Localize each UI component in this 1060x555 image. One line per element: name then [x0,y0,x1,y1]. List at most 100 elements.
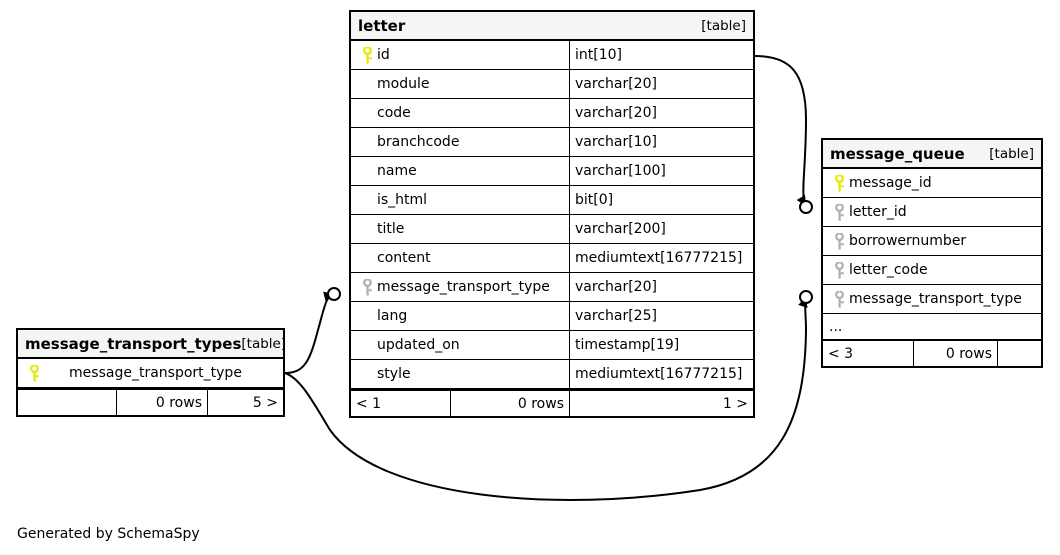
column-name: title [377,221,405,237]
column-type: int[10] [569,41,753,69]
edge-mtt-to-letter-message-transport-type [284,287,341,374]
table-letter-title: letter [358,16,406,35]
column-type: varchar[100] [569,157,753,185]
column-name: style [377,366,411,382]
column-name: id [377,47,390,63]
foreign-key-icon [829,203,849,221]
column-name: name [377,163,417,179]
footer-row-count: 0 rows [116,390,207,415]
table-row[interactable]: style mediumtext[16777215] [351,360,753,389]
table-row[interactable]: title varchar[200] [351,215,753,244]
footer-child-count[interactable]: 5 > [207,390,283,415]
column-name-cell: content [351,244,569,272]
column-name-cell: title [351,215,569,243]
table-row[interactable]: letter_code [823,256,1041,285]
table-row[interactable]: id int[10] [351,41,753,70]
table-row[interactable]: borrowernumber [823,227,1041,256]
column-name: lang [377,308,408,324]
foreign-key-icon [829,232,849,250]
table-row[interactable]: message_transport_type varchar[20] [351,273,753,302]
table-letter-tag: [table] [701,17,746,34]
column-type: varchar[200] [569,215,753,243]
column-type: varchar[20] [569,273,753,301]
table-letter[interactable]: letter [table] id int[10] modul [349,10,755,418]
table-message-queue-header: message_queue [table] [823,140,1041,169]
column-name-cell: message_transport_type [823,285,1041,313]
footer-child-count[interactable]: 1 > [569,391,753,416]
column-type: varchar[25] [569,302,753,330]
column-name-cell: borrowernumber [823,227,1041,255]
table-row[interactable]: is_html bit[0] [351,186,753,215]
foreign-key-icon [357,278,377,296]
footer-child-count[interactable] [997,341,1041,366]
column-name: message_id [849,175,932,191]
table-row[interactable]: content mediumtext[16777215] [351,244,753,273]
table-letter-header: letter [table] [351,12,753,41]
column-name-cell: branchcode [351,128,569,156]
column-name: message_transport_type [377,279,550,295]
table-row[interactable]: name varchar[100] [351,157,753,186]
table-row[interactable]: message_transport_type [18,359,283,388]
column-name: message_transport_type [849,291,1022,307]
column-type: varchar[10] [569,128,753,156]
column-name-cell: letter_code [823,256,1041,284]
primary-key-icon [829,174,849,192]
footer-parent-count[interactable] [18,390,116,415]
table-message-queue-footer: < 3 0 rows [823,339,1041,366]
table-row[interactable]: letter_id [823,198,1041,227]
table-letter-footer: < 1 0 rows 1 > [351,389,753,416]
column-name-cell: letter_id [823,198,1041,226]
column-name: letter_id [849,204,907,220]
table-row[interactable]: branchcode varchar[10] [351,128,753,157]
table-message-queue-tag: [table] [989,145,1034,162]
column-name: branchcode [377,134,460,150]
column-type: mediumtext[16777215] [569,244,753,272]
column-name-cell: style [351,360,569,388]
footer-row-count: 0 rows [450,391,569,416]
table-row[interactable]: code varchar[20] [351,99,753,128]
primary-key-icon [357,46,377,64]
generated-by-credit: Generated by SchemaSpy [17,526,200,542]
table-message-transport-types[interactable]: message_transport_types [table] message_… [16,328,287,417]
table-row[interactable]: lang varchar[25] [351,302,753,331]
footer-row-count: 0 rows [913,341,997,366]
table-row[interactable]: updated_on timestamp[19] [351,331,753,360]
column-type: varchar[20] [569,70,753,98]
foreign-key-icon [829,290,849,308]
column-name-cell: name [351,157,569,185]
table-message-queue[interactable]: message_queue [table] message_id [821,138,1043,368]
footer-parent-count[interactable]: < 3 [828,345,854,362]
table-row[interactable]: message_transport_type [823,285,1041,314]
column-name: borrowernumber [849,233,967,249]
footer-parent-count[interactable]: < 1 [356,395,382,412]
table-message-transport-types-tag: [table] [241,335,287,352]
column-name: message_transport_type [69,365,242,381]
table-message-queue-title: message_queue [830,144,965,163]
table-row[interactable]: message_id [823,169,1041,198]
table-message-transport-types-footer: 0 rows 5 > [18,388,283,415]
table-message-transport-types-header: message_transport_types [table] [18,330,287,359]
column-name: updated_on [377,337,460,353]
column-name-cell: code [351,99,569,127]
more-columns-indicator: ... [829,318,843,335]
column-name: letter_code [849,262,928,278]
table-row[interactable]: module varchar[20] [351,70,753,99]
column-name-cell: updated_on [351,331,569,359]
column-type: varchar[20] [569,99,753,127]
table-message-transport-types-title: message_transport_types [25,334,242,353]
column-name-cell: module [351,70,569,98]
column-name-cell: message_transport_type [18,359,283,387]
column-name-cell: id [351,41,569,69]
primary-key-icon [24,364,44,382]
column-name: module [377,76,430,92]
column-type: bit[0] [569,186,753,214]
column-name-cell: message_transport_type [351,273,569,301]
edge-letter-id-to-message-queue-letter-id [754,55,813,214]
column-name-cell: message_id [823,169,1041,197]
column-name: is_html [377,192,428,208]
column-name: code [377,105,411,121]
column-name-cell: lang [351,302,569,330]
column-type: mediumtext[16777215] [569,360,753,388]
foreign-key-icon [829,261,849,279]
